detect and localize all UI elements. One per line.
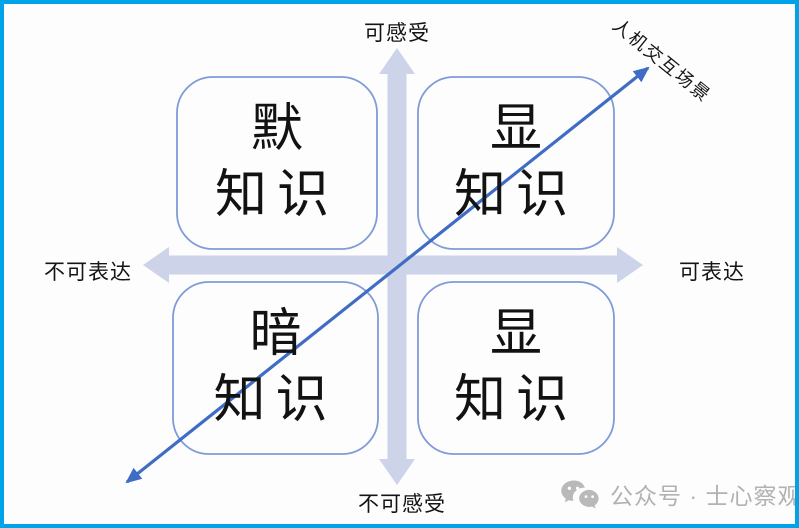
axis-label-bottom: 不可感受	[358, 492, 446, 516]
quadrant-label-top-right: 显知识	[453, 100, 578, 224]
watermark-text: 公众号 · 士心察观	[610, 483, 799, 509]
quadrant-label-top-left: 默知识	[214, 100, 339, 224]
wechat-icon	[561, 480, 599, 508]
watermark: 公众号 · 士心察观	[560, 477, 799, 511]
axis-label-left: 不可表达	[44, 260, 132, 284]
quadrant-label-bottom-left: 暗知识	[213, 305, 338, 429]
quadrant-label-bottom-right: 显知识	[453, 305, 578, 429]
diagonal-arrow	[125, 66, 650, 484]
axis-label-top: 可感受	[364, 21, 430, 45]
axis-label-right: 可表达	[679, 260, 745, 284]
